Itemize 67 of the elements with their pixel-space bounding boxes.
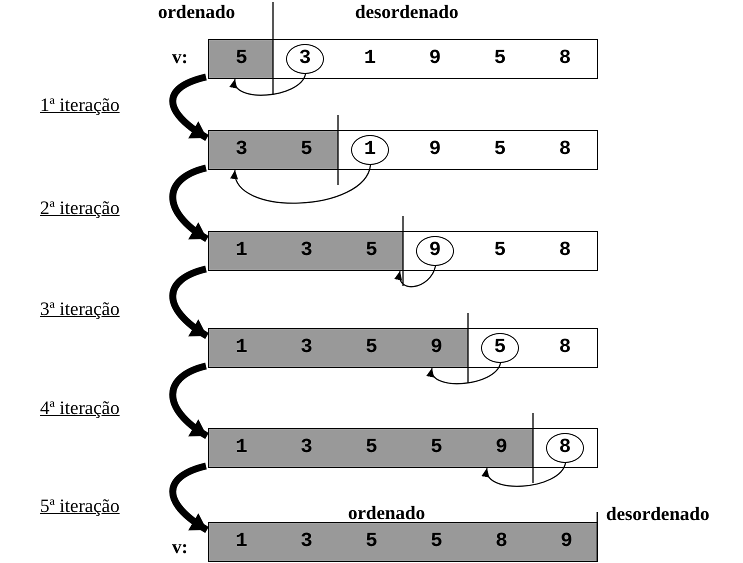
array-value: 5 xyxy=(366,338,378,358)
array-label: desordenado xyxy=(606,505,710,526)
array-bar xyxy=(208,130,598,170)
curved-arrow xyxy=(169,164,209,242)
array-value: 3 xyxy=(300,438,312,458)
curved-arrow xyxy=(169,362,209,439)
array-value: 8 xyxy=(559,48,571,68)
array-value: 8 xyxy=(496,532,508,552)
array-value: 8 xyxy=(559,140,571,160)
array-value: 5 xyxy=(494,48,506,68)
iteration-label: 1ª iteração xyxy=(40,96,120,117)
curved-arrow xyxy=(169,462,209,533)
array-bar xyxy=(208,328,598,368)
array-value: 1 xyxy=(236,532,248,552)
array-value: 9 xyxy=(560,532,572,552)
array-value: 5 xyxy=(494,240,506,260)
array-value: 8 xyxy=(559,240,571,260)
highlighted-value: 9 xyxy=(416,236,454,266)
array-value: 5 xyxy=(236,48,248,68)
array-value: 1 xyxy=(236,438,248,458)
array-bar xyxy=(208,428,598,468)
curved-arrow xyxy=(169,74,209,141)
iteration-label: 3ª iteração xyxy=(40,300,120,321)
array-value: 9 xyxy=(429,140,441,160)
sorted-segment xyxy=(209,131,338,169)
highlighted-value: 1 xyxy=(351,134,389,164)
array-value: 1 xyxy=(236,338,248,358)
iteration-label: 5ª iteração xyxy=(40,497,120,518)
array-value: 5 xyxy=(366,438,378,458)
arrow xyxy=(395,266,436,288)
sorted-segment xyxy=(209,429,532,467)
array-value: 9 xyxy=(429,48,441,68)
array-label: ordenado xyxy=(158,3,236,24)
array-bar xyxy=(208,39,598,79)
array-value: 1 xyxy=(236,240,248,260)
sorted-segment xyxy=(209,40,272,78)
highlighted-value: 5 xyxy=(481,332,519,362)
array-value: 5 xyxy=(366,240,378,260)
array-value: 5 xyxy=(300,140,312,160)
array-value: 5 xyxy=(430,532,442,552)
arrow xyxy=(231,74,306,96)
sorted-segment xyxy=(209,232,402,270)
arrow xyxy=(232,164,372,204)
curved-arrow xyxy=(169,266,209,339)
array-value: 5 xyxy=(366,532,378,552)
iteration-label: 4ª iteração xyxy=(40,399,120,420)
array-value: 9 xyxy=(496,438,508,458)
array-value: 3 xyxy=(300,532,312,552)
array-label: v: xyxy=(172,538,188,559)
array-value: 1 xyxy=(364,48,376,68)
sorted-segment xyxy=(209,329,468,367)
array-value: 3 xyxy=(300,240,312,260)
array-value: 3 xyxy=(300,338,312,358)
array-value: 9 xyxy=(430,338,442,358)
arrow xyxy=(428,362,502,384)
array-value: 3 xyxy=(236,140,248,160)
highlighted-value: 3 xyxy=(286,44,324,74)
array-bar xyxy=(208,231,598,271)
array-label: v: xyxy=(172,48,188,69)
array-label: ordenado xyxy=(348,504,426,525)
array-value: 5 xyxy=(430,438,442,458)
iteration-label: 2ª iteração xyxy=(40,199,120,220)
highlighted-value: 8 xyxy=(546,432,584,462)
array-value: 5 xyxy=(494,140,506,160)
array-value: 8 xyxy=(559,338,571,358)
arrow xyxy=(484,462,566,487)
array-label: desordenado xyxy=(355,3,458,24)
